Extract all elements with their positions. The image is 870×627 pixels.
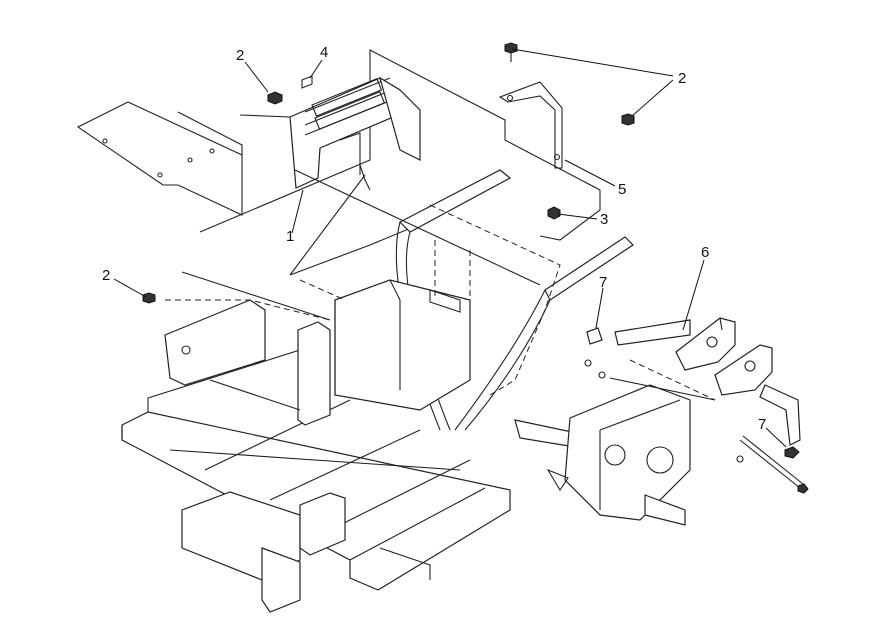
nut-part-3 <box>547 206 561 220</box>
callout-labels: 1 2 2 2 3 4 5 6 7 7 <box>102 44 766 433</box>
bolt-left-frame <box>142 292 156 304</box>
callout-2-top-left: 2 <box>236 47 244 64</box>
transaxle <box>514 384 691 526</box>
engine-block <box>299 204 561 411</box>
left-cover-plate <box>76 101 243 216</box>
assembly-lines <box>181 114 716 401</box>
bolt-top-right <box>504 42 518 62</box>
bolt-right <box>621 113 635 126</box>
vented-bracket <box>289 76 421 191</box>
vent-slots <box>311 78 386 130</box>
axle-bracket-upper <box>614 317 736 371</box>
callout-3: 3 <box>600 211 608 228</box>
panel-outline <box>199 49 601 276</box>
clip-part-4 <box>301 75 313 89</box>
callout-4: 4 <box>320 44 328 61</box>
leader-lines <box>113 48 787 448</box>
right-bracket <box>498 81 563 169</box>
callout-2-top-right: 2 <box>678 70 686 87</box>
callout-2-left: 2 <box>102 267 110 284</box>
callout-1: 1 <box>286 228 294 245</box>
long-bolt <box>739 435 809 494</box>
callout-7-lower: 7 <box>758 416 766 433</box>
cap-part-7-upper <box>586 327 603 345</box>
washers <box>584 359 744 463</box>
callout-7-upper: 7 <box>599 274 607 291</box>
callout-5: 5 <box>618 181 626 198</box>
callout-6: 6 <box>701 244 709 261</box>
bolt-top-left <box>267 91 283 105</box>
axle-bracket-lower <box>714 344 801 446</box>
lower-subframe <box>181 491 431 613</box>
